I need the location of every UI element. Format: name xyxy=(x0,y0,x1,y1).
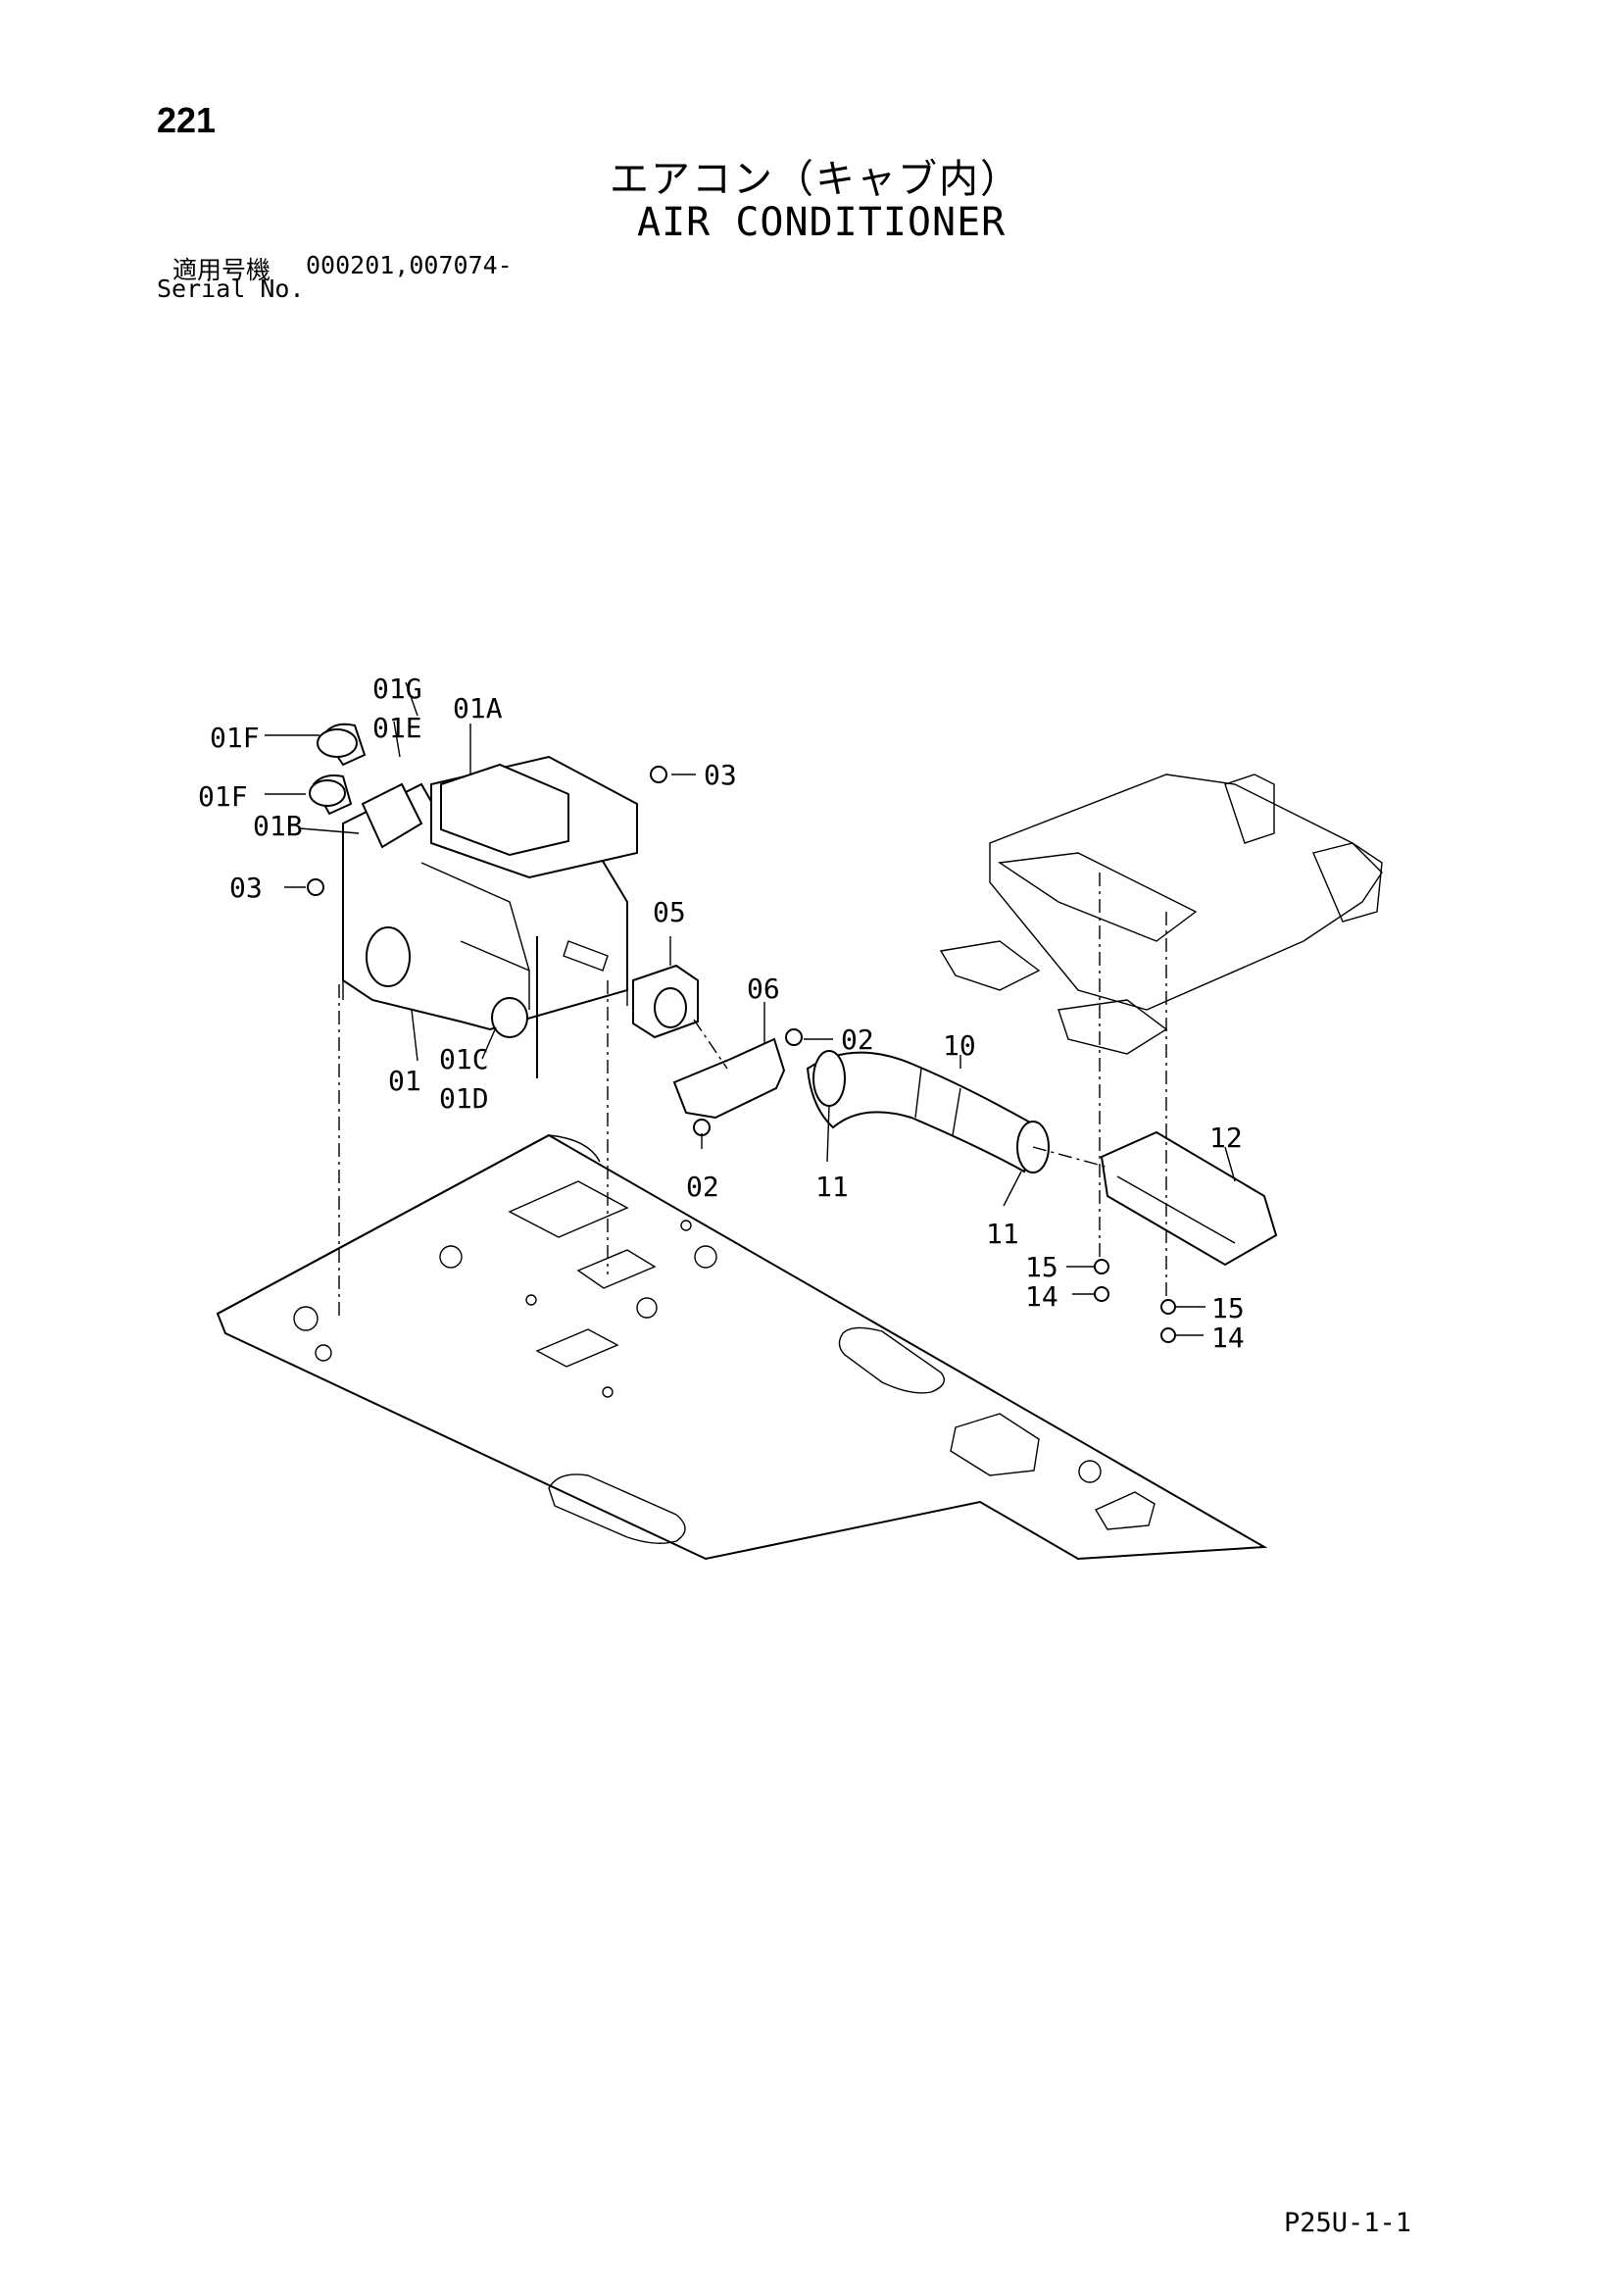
duct-part xyxy=(1100,1130,1278,1267)
title-english: AIR CONDITIONER xyxy=(637,200,1007,245)
serial-label-english: Serial No. xyxy=(157,275,305,303)
serial-value: 000201,007074- xyxy=(306,251,513,279)
callout-03-right: 03 xyxy=(704,759,737,791)
bracket-part xyxy=(672,1037,786,1120)
callout-01B: 01B xyxy=(253,810,303,842)
alignment-lines xyxy=(338,873,1167,1319)
serial-label-japanese: 適用号機 xyxy=(172,256,271,284)
callout-14-right: 14 xyxy=(1211,1322,1245,1354)
cab-frame xyxy=(939,774,1383,1055)
duct-hose xyxy=(806,1050,1050,1173)
callout-01F-top: 01F xyxy=(210,722,260,754)
page-code: P25U-1-1 xyxy=(1284,2208,1412,2238)
callout-01F-bottom: 01F xyxy=(198,780,248,813)
callout-12: 12 xyxy=(1209,1122,1243,1154)
callout-01A: 01A xyxy=(453,692,503,724)
filter-part xyxy=(632,964,699,1039)
callout-15-left: 15 xyxy=(1025,1251,1058,1283)
callout-01D: 01D xyxy=(439,1082,489,1115)
fasteners xyxy=(307,766,1176,1343)
callout-03-left: 03 xyxy=(229,872,263,904)
callout-labels: 01G 01E 01A 01F 01F 01B 03 03 01 01C 01D… xyxy=(198,673,1245,1354)
page-number: 221 xyxy=(157,100,217,140)
callout-11-left: 11 xyxy=(815,1171,849,1203)
callout-01E: 01E xyxy=(372,712,422,744)
callout-01: 01 xyxy=(388,1065,421,1097)
callout-05: 05 xyxy=(653,896,686,928)
callout-02-bottom: 02 xyxy=(686,1171,719,1203)
callout-01C: 01C xyxy=(439,1043,489,1075)
title-japanese: エアコン（キャブ内） xyxy=(610,157,1021,202)
air-conditioner-unit xyxy=(309,723,638,1078)
callout-06: 06 xyxy=(747,973,780,1005)
callout-01G: 01G xyxy=(372,673,422,705)
callout-11-right: 11 xyxy=(986,1218,1019,1250)
callout-10: 10 xyxy=(943,1029,976,1062)
callout-02-right: 02 xyxy=(841,1023,874,1056)
callout-15-right: 15 xyxy=(1211,1292,1245,1324)
callout-14-left: 14 xyxy=(1025,1280,1058,1313)
leader-lines xyxy=(265,681,1236,1336)
floor-plate xyxy=(216,1133,1268,1561)
